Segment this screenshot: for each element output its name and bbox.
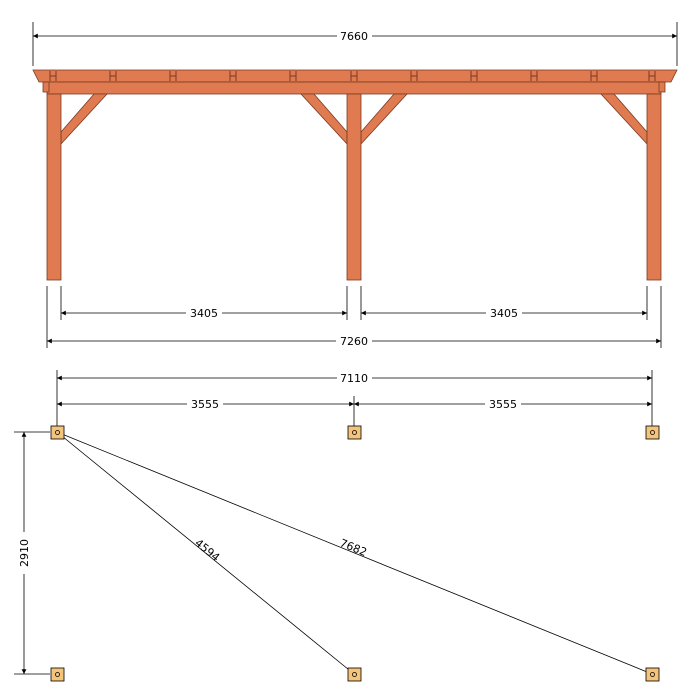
- dim-label-4594: 4594: [192, 536, 222, 564]
- foundation-plan: 7110 3555 3555 4594 7682 2910: [14, 370, 660, 682]
- dim-label-7110: 7110: [340, 372, 368, 385]
- dim-footing-halves: 3555 3555: [57, 396, 652, 426]
- post-left: [46, 93, 62, 281]
- beam-end-left: [42, 81, 50, 93]
- footing: [645, 425, 660, 440]
- dim-bays: 3405 3405: [60, 286, 648, 320]
- footing: [50, 667, 65, 682]
- beam-end-right: [658, 81, 666, 93]
- dim-footing-total: 7110: [56, 370, 653, 426]
- dim-diagonals: 4594 7682: [56, 431, 653, 675]
- dim-label-7660: 7660: [340, 30, 368, 43]
- footing: [347, 425, 362, 440]
- post-center: [346, 93, 362, 281]
- dim-label-footing-left: 3555: [191, 398, 219, 411]
- front-elevation: 7660: [32, 22, 678, 348]
- dim-depth: 2910: [14, 431, 50, 675]
- dim-label-bay-right: 3405: [490, 307, 518, 320]
- brace-center-left: [300, 93, 348, 146]
- dim-label-7260: 7260: [340, 335, 368, 348]
- footing: [645, 667, 660, 682]
- dim-overall-roof-length: 7660: [32, 22, 678, 66]
- dim-overall-post-span: 7260: [46, 286, 662, 348]
- purlin-marks: [49, 71, 656, 81]
- diagonal-line-short: [56, 431, 355, 675]
- dim-label-2910: 2910: [18, 539, 31, 567]
- brace-right: [600, 93, 648, 146]
- diagonal-line-long: [56, 431, 653, 675]
- dim-label-bay-left: 3405: [190, 307, 218, 320]
- dim-label-footing-right: 3555: [489, 398, 517, 411]
- dim-label-7682: 7682: [338, 536, 369, 559]
- brace-left: [60, 93, 108, 146]
- brace-center-right: [360, 93, 408, 146]
- footing: [50, 425, 65, 440]
- footing: [347, 667, 362, 682]
- main-beam: [46, 81, 662, 95]
- post-right: [646, 93, 662, 281]
